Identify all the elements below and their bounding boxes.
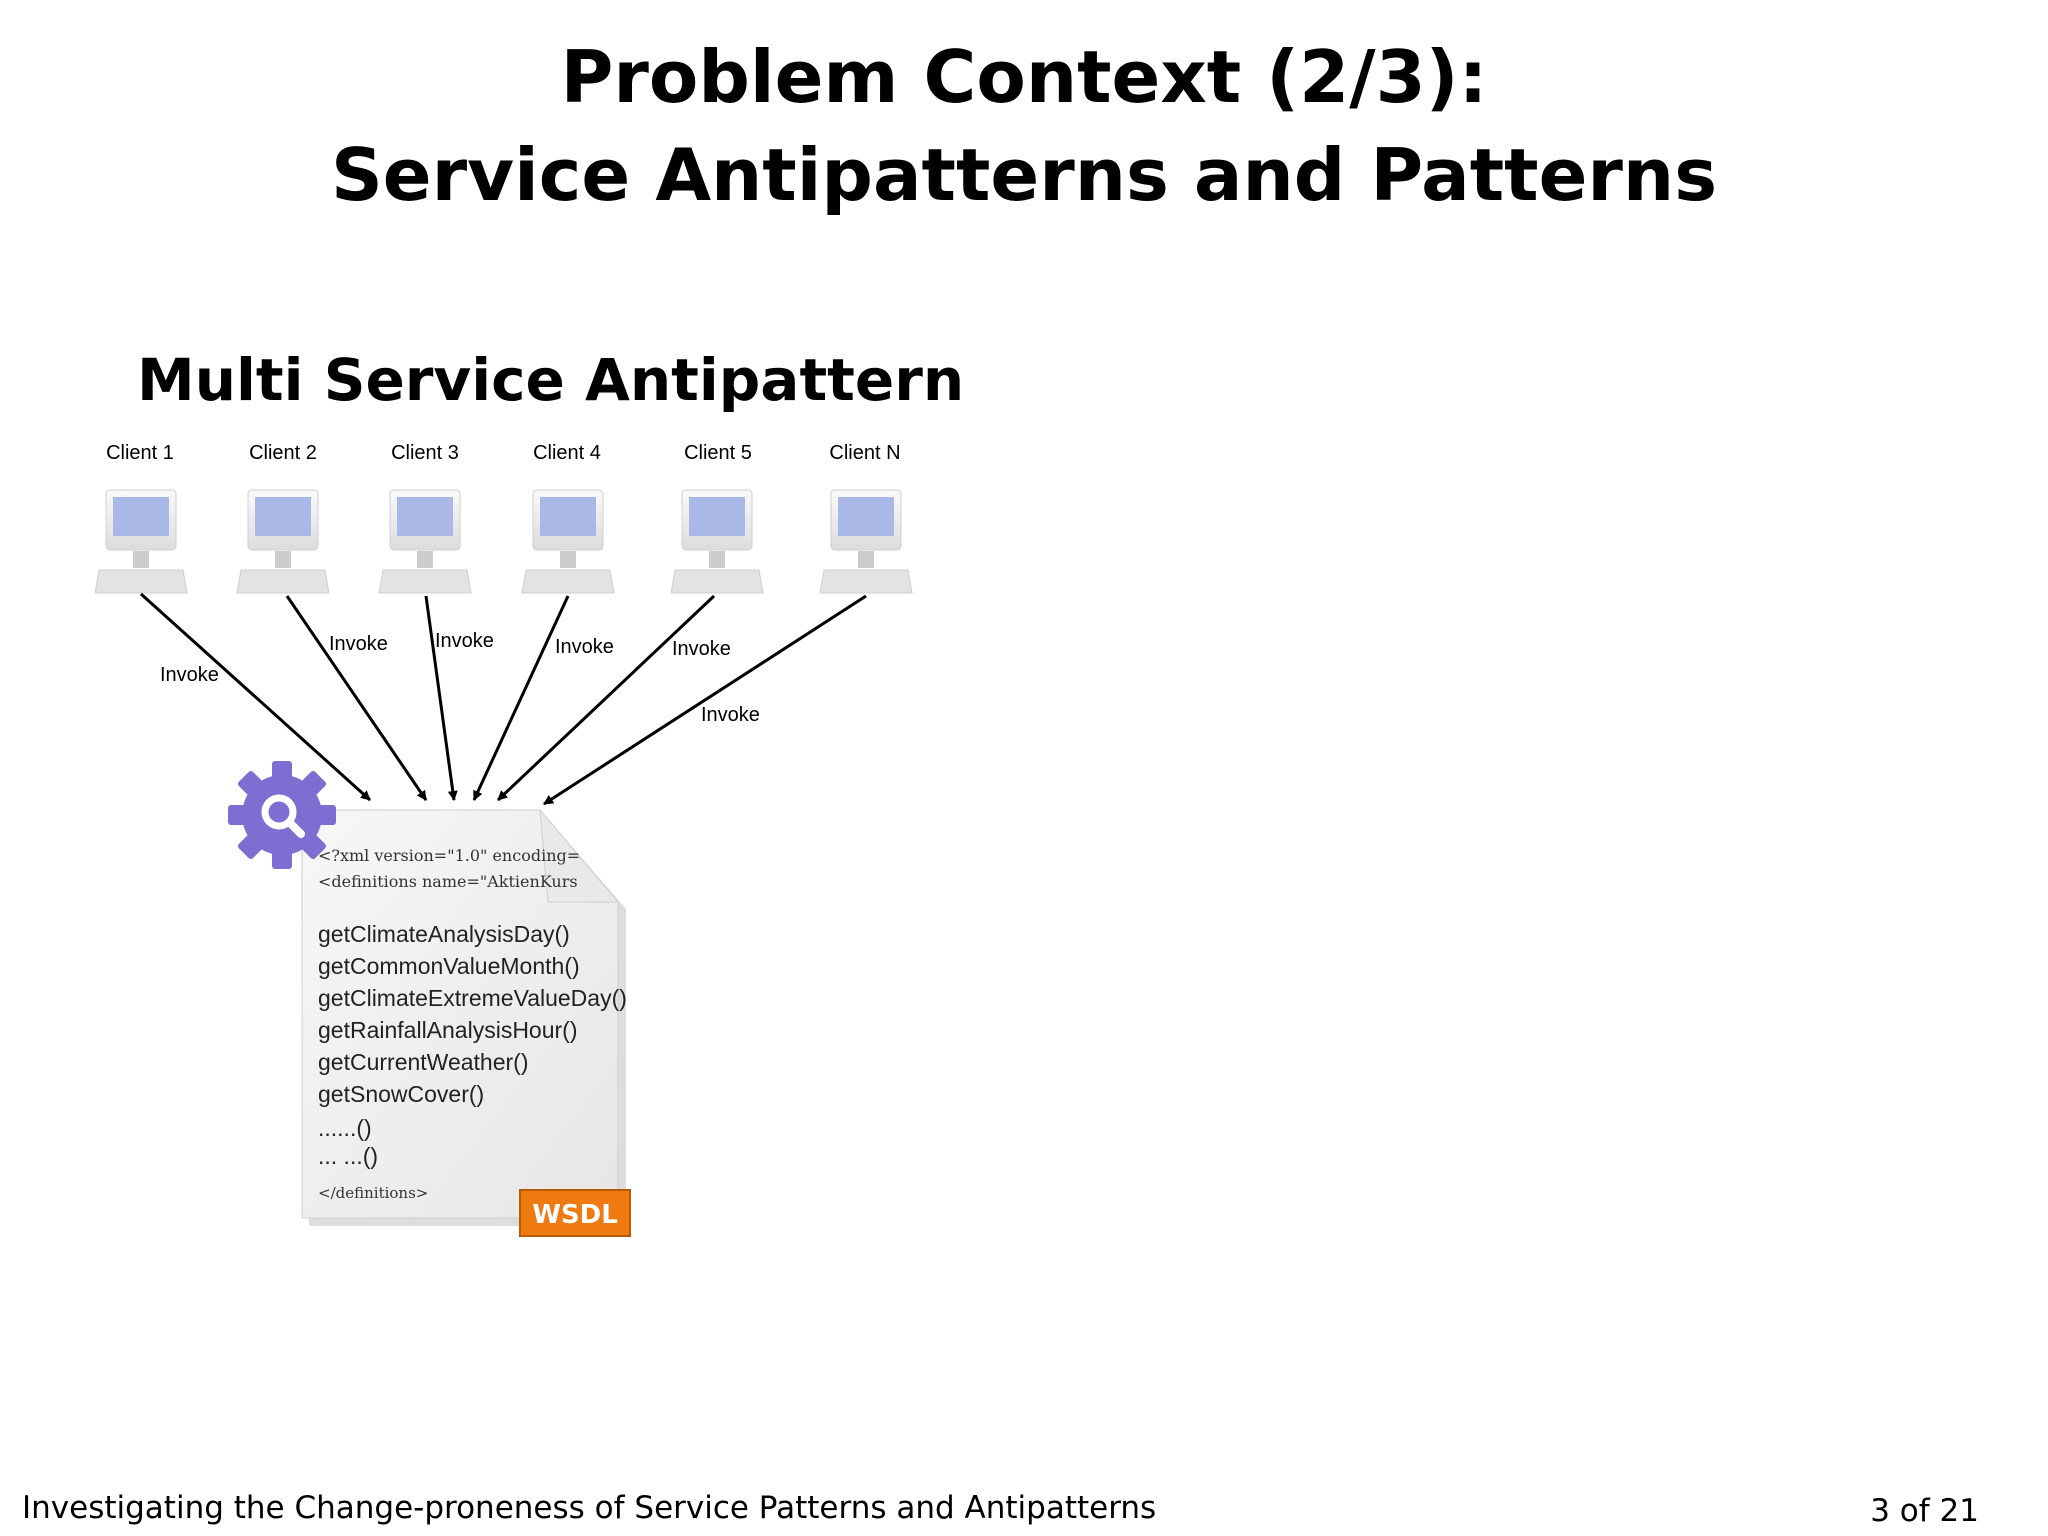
desktop-computer-icon: [378, 489, 472, 594]
invoke-arrow: [139, 592, 372, 802]
wsdl-badge: WSDL: [519, 1189, 631, 1237]
desktop-computer-icon: [670, 489, 764, 594]
invoke-label: Invoke: [435, 630, 494, 652]
client-labels: Client 1 Client 2 Client 3 Client 4 Clie…: [106, 442, 900, 464]
wsdl-document: <?xml version="1.0" encoding= <definitio…: [301, 808, 631, 1237]
client-label: Client 4: [533, 442, 601, 464]
wsdl-xml-line: <?xml version="1.0" encoding=: [318, 846, 580, 865]
client-label: Client 3: [391, 442, 459, 464]
wsdl-operation: getSnowCover(): [318, 1081, 484, 1107]
wsdl-operation: getClimateExtremeValueDay(): [318, 985, 627, 1011]
wsdl-closing-tag: </definitions>: [318, 1184, 428, 1202]
invoke-arrow: [472, 595, 570, 801]
desktop-computer-icon: [521, 489, 615, 594]
wsdl-operation: ... ...(): [318, 1143, 378, 1169]
page-number: 3 of 21: [1870, 1493, 1979, 1529]
client-label: Client 5: [684, 442, 752, 464]
invoke-label: Invoke: [701, 704, 760, 726]
slide-title-line-2: Service Antipatterns and Patterns: [330, 133, 1718, 217]
invoke-arrow: [424, 595, 458, 801]
wsdl-operation: getCommonValueMonth(): [318, 953, 580, 979]
client-label: Client N: [829, 442, 900, 464]
invoke-label: Invoke: [672, 638, 731, 660]
wsdl-operations: getClimateAnalysisDay() getCommonValueMo…: [318, 921, 627, 1169]
wsdl-operation: getCurrentWeather(): [318, 1049, 529, 1075]
invoke-arrow: [543, 594, 867, 806]
wsdl-page-fold: [539, 808, 620, 903]
client-label: Client 1: [106, 442, 174, 464]
wsdl-xml-header: <?xml version="1.0" encoding= <definitio…: [318, 846, 580, 891]
footer-presentation-title: Investigating the Change-proneness of Se…: [22, 1490, 1157, 1526]
client-label: Client 2: [249, 442, 317, 464]
wsdl-xml-line: <definitions name="AktienKurs: [318, 872, 578, 891]
slide-title: Problem Context (2/3): Service Antipatte…: [0, 28, 2048, 224]
invoke-arrows: [139, 592, 867, 806]
wsdl-page: [301, 809, 619, 1219]
invoke-arrow: [496, 594, 716, 802]
invoke-label: Invoke: [160, 664, 219, 686]
wsdl-badge-label: WSDL: [532, 1200, 618, 1230]
section-title: Multi Service Antipattern: [137, 346, 965, 414]
invoke-labels: Invoke Invoke Invoke Invoke Invoke Invok…: [160, 630, 760, 726]
desktop-computer-icon: [94, 489, 188, 594]
wsdl-operation: getRainfallAnalysisHour(): [318, 1017, 578, 1043]
gear-search-icon: [228, 761, 336, 869]
invoke-arrow: [285, 595, 428, 801]
wsdl-operation: getClimateAnalysisDay(): [318, 921, 570, 947]
desktop-computer-icon: [819, 489, 913, 594]
invoke-label: Invoke: [555, 636, 614, 658]
desktop-computer-icon: [236, 489, 330, 594]
wsdl-operation: ......(): [318, 1115, 372, 1141]
invoke-label: Invoke: [329, 633, 388, 655]
slide-title-line-1: Problem Context (2/3):: [560, 35, 1488, 119]
